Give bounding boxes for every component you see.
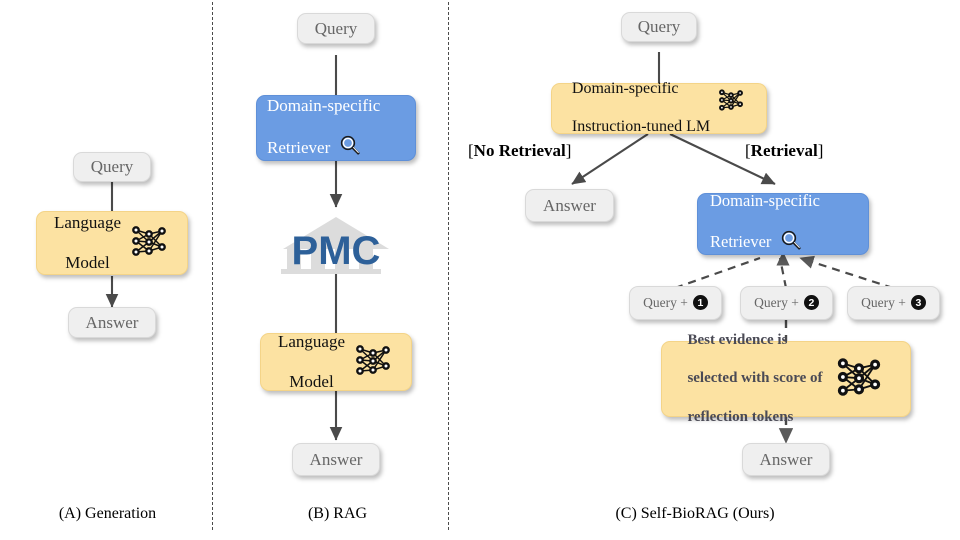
panel-a-caption: (A) Generation bbox=[58, 505, 157, 522]
panel-c-answer-final-node[interactable]: Answer bbox=[742, 443, 830, 476]
panel-c-instruction-lm-node[interactable]: Domain-specific Instruction-tuned LM bbox=[551, 80, 767, 135]
panel-c-query-evidence-2[interactable]: Query + 2 bbox=[740, 286, 833, 320]
panel-c-retriever-node[interactable]: Domain-specific Retriever bbox=[697, 191, 869, 255]
panel-c-answer-final-label: Answer bbox=[759, 449, 813, 469]
panel-b-language-model-node[interactable]: Language Model bbox=[260, 331, 412, 392]
neural-network-icon bbox=[352, 340, 394, 384]
retrieval-bracket-open: [ bbox=[745, 141, 751, 160]
panel-b-retriever-node[interactable]: Domain-specific Retriever bbox=[256, 95, 416, 161]
panel-b-caption: (B) RAG bbox=[307, 505, 368, 522]
best-evidence-line2: selected with score of bbox=[687, 370, 823, 387]
panel-c-lm-label-line1: Domain-specific bbox=[571, 80, 679, 98]
query-evidence-2-label: Query + bbox=[754, 295, 799, 311]
panel-c-retriever-line1: Domain-specific bbox=[710, 191, 820, 211]
magnifier-icon bbox=[338, 134, 362, 160]
pmc-logo-text: PMC bbox=[292, 229, 381, 273]
panel-c-caption: (C) Self-BioRAG (Ours) bbox=[615, 505, 775, 522]
panel-a-answer-node[interactable]: Answer bbox=[68, 307, 156, 338]
retrieval-bracket-close: ] bbox=[817, 141, 824, 160]
panel-a-query-node[interactable]: Query bbox=[73, 152, 151, 182]
panel-b-query-node[interactable]: Query bbox=[297, 13, 375, 44]
panel-a-language-model-node[interactable]: Language Model bbox=[36, 211, 188, 275]
no-retrieval-bracket-close: ] bbox=[565, 141, 572, 160]
neural-network-icon bbox=[833, 352, 885, 407]
retrieval-label: [Retrieval] bbox=[745, 141, 823, 161]
query-evidence-1-label: Query + bbox=[643, 295, 688, 311]
badge-number-2: 2 bbox=[803, 295, 819, 311]
panel-b-query-label: Query bbox=[314, 18, 358, 38]
panel-a-lm-label-line2: Model bbox=[65, 253, 110, 273]
query-evidence-3-label: Query + bbox=[861, 295, 906, 311]
panel-b-retriever-line2: Retriever bbox=[267, 137, 331, 157]
panel-b-lm-label-line2: Model bbox=[289, 372, 334, 392]
best-evidence-line3: reflection tokens bbox=[687, 408, 794, 425]
panel-c-query-label: Query bbox=[637, 17, 681, 37]
panel-a-answer-label: Answer bbox=[85, 312, 139, 332]
panel-b-answer-label: Answer bbox=[309, 449, 363, 469]
panel-b-retriever-line1: Domain-specific bbox=[267, 95, 381, 115]
panel-c-retriever-line2: Retriever bbox=[710, 232, 772, 252]
no-retrieval-text: No Retrieval bbox=[473, 141, 566, 160]
neural-network-icon bbox=[716, 86, 746, 119]
pmc-logo: PMC bbox=[271, 213, 401, 275]
no-retrieval-bracket-open: [ bbox=[468, 141, 474, 160]
no-retrieval-label: [No Retrieval] bbox=[468, 141, 571, 161]
panel-c-lm-label-line2: Instruction-tuned LM bbox=[571, 117, 711, 135]
magnifier-icon bbox=[779, 229, 803, 255]
best-evidence-line1: Best evidence is bbox=[687, 332, 788, 349]
badge-number-3: 3 bbox=[910, 295, 926, 311]
panel-b-lm-label-line1: Language bbox=[277, 331, 346, 351]
panel-c-query-evidence-3[interactable]: Query + 3 bbox=[847, 286, 940, 320]
panel-c-best-evidence-node[interactable]: Best evidence is selected with score of … bbox=[661, 332, 911, 425]
panel-a-query-label: Query bbox=[90, 157, 134, 177]
panel-divider-1 bbox=[212, 2, 213, 530]
panel-c-answer-no-retrieval-label: Answer bbox=[543, 195, 596, 215]
panel-a-lm-label-line1: Language bbox=[53, 212, 122, 232]
panel-c-query-node[interactable]: Query bbox=[621, 12, 697, 42]
panel-c-answer-no-retrieval-node[interactable]: Answer bbox=[525, 189, 614, 222]
panel-divider-2 bbox=[448, 2, 449, 530]
badge-number-1: 1 bbox=[692, 295, 708, 311]
panel-c-query-evidence-1[interactable]: Query + 1 bbox=[629, 286, 722, 320]
neural-network-icon bbox=[128, 221, 170, 265]
retrieval-text: Retrieval bbox=[750, 141, 818, 160]
panel-b-answer-node[interactable]: Answer bbox=[292, 443, 380, 476]
